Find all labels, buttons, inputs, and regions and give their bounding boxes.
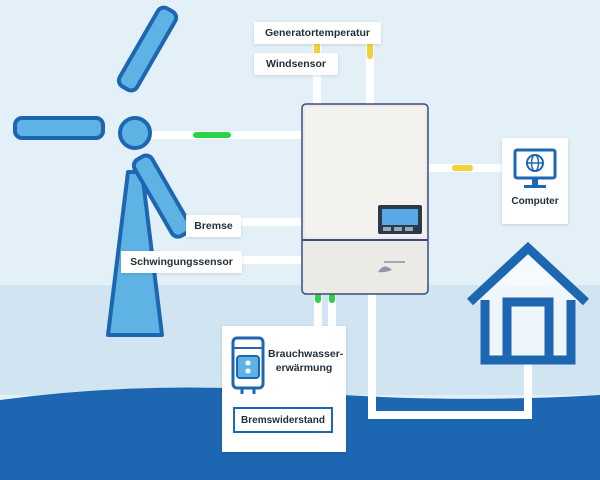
turbine-blade-left xyxy=(13,116,105,140)
house-door xyxy=(502,297,554,365)
house-icon xyxy=(466,241,590,365)
controller-button xyxy=(394,227,402,231)
monitor-neck xyxy=(532,178,538,185)
vibration-sensor-label: Schwingungssensor xyxy=(121,251,242,273)
controller-screen xyxy=(382,209,418,225)
heater-tank xyxy=(236,355,260,379)
turbine-blade-top xyxy=(116,5,179,93)
controller-button xyxy=(383,227,391,231)
controller-upper-panel xyxy=(305,107,425,237)
brake-resistor-label: Bremswiderstand xyxy=(233,407,333,433)
generator-temperature-label: Generatortemperatur xyxy=(254,22,381,44)
hot-water-heating-line2: erwärmung xyxy=(275,362,333,374)
line-house xyxy=(368,290,532,419)
water-heater-icon xyxy=(231,336,265,394)
brake-label: Bremse xyxy=(186,215,241,237)
turbine-hub xyxy=(118,116,152,150)
controller-button xyxy=(405,227,413,231)
controller-logo xyxy=(378,266,392,273)
hot-water-heating-label: Brauchwasser- erwärmung xyxy=(268,347,344,375)
computer-label: Computer xyxy=(511,196,559,207)
house-roof xyxy=(466,241,590,306)
controller-icon xyxy=(301,103,429,295)
monitor-stand xyxy=(524,185,546,188)
wind-sensor-label: Windsensor xyxy=(254,53,338,75)
hot-water-heating-line1: Brauchwasser- xyxy=(268,348,344,360)
heater-knob xyxy=(245,368,251,374)
heater-knob xyxy=(245,360,251,366)
turbine-blade-bottom xyxy=(131,153,193,239)
computer-icon xyxy=(513,148,557,188)
